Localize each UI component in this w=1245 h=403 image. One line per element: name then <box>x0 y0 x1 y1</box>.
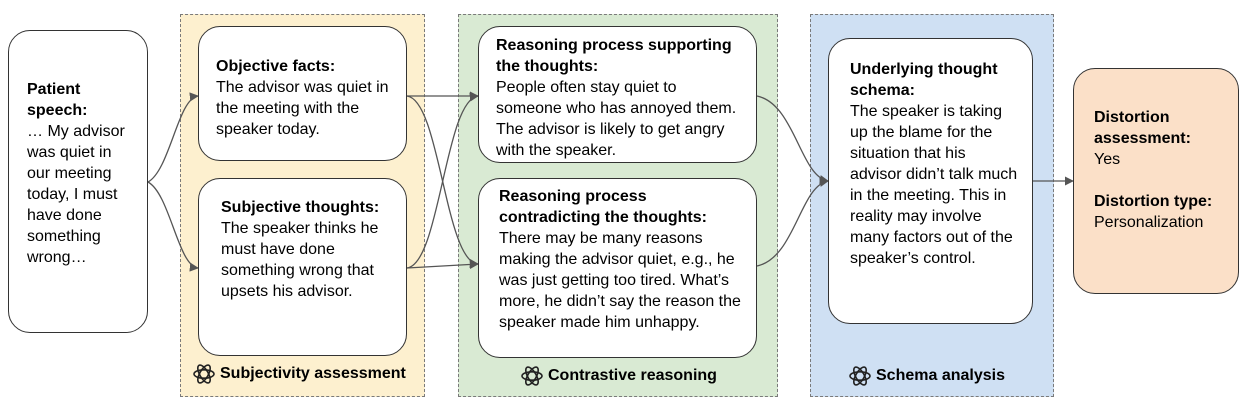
thought-schema-box: Underlying thought schema: The speaker i… <box>828 38 1033 324</box>
contradicting-reasoning-heading: Reasoning process contradicting the thou… <box>499 188 707 226</box>
thought-schema-text: The speaker is taking up the blame for t… <box>850 103 1018 267</box>
subjectivity-caption: Subjectivity assessment <box>192 362 406 386</box>
contradicting-reasoning-text: There may be many reasons making the adv… <box>499 230 741 331</box>
schema-caption: Schema analysis <box>848 364 1005 388</box>
contrastive-caption-label: Contrastive reasoning <box>548 367 717 384</box>
distortion-type-value: Personalization <box>1094 214 1204 231</box>
patient-speech-heading: Patient speech: <box>27 81 88 119</box>
distortion-assessment-heading: Distortion assessment: <box>1094 109 1191 147</box>
supporting-reasoning-text: People often stay quiet to someone who h… <box>496 79 737 159</box>
arrow-patient-to-subjective <box>147 181 199 272</box>
schema-caption-label: Schema analysis <box>876 367 1005 384</box>
supporting-reasoning-heading: Reasoning process supporting the thought… <box>496 37 732 75</box>
subjectivity-caption-label: Subjectivity assessment <box>220 365 406 382</box>
thought-schema-heading: Underlying thought schema: <box>850 61 998 99</box>
distortion-type-heading: Distortion type: <box>1094 193 1213 210</box>
openai-logo-icon <box>521 366 543 386</box>
patient-speech-box: Patient speech: … My advisor was quiet i… <box>8 30 148 333</box>
patient-speech-text: … My advisor was quiet in our meeting to… <box>27 123 125 266</box>
subjective-thoughts-box: Subjective thoughts: The speaker thinks … <box>198 178 407 356</box>
arrow-subjective-to-supporting <box>406 92 479 269</box>
arrow-supporting-to-schema <box>756 95 829 185</box>
supporting-reasoning-box: Reasoning process supporting the thought… <box>478 26 757 163</box>
objective-facts-text: The advisor was quiet in the meeting wit… <box>216 79 389 138</box>
subjective-thoughts-text: The speaker thinks he must have done som… <box>221 220 379 300</box>
distortion-assessment-value: Yes <box>1094 151 1121 168</box>
arrow-contradicting-to-schema <box>756 177 829 267</box>
objective-facts-heading: Objective facts: <box>216 58 336 75</box>
objective-facts-box: Objective facts: The advisor was quiet i… <box>198 26 407 161</box>
distortion-box: Distortion assessment: Yes Distortion ty… <box>1073 68 1239 294</box>
openai-logo-icon <box>193 364 215 384</box>
arrow-subjective-to-contradicting <box>406 259 479 270</box>
openai-logo-icon <box>849 366 871 386</box>
contrastive-caption: Contrastive reasoning <box>520 364 717 388</box>
arrow-patient-to-objective <box>147 92 199 183</box>
contradicting-reasoning-box: Reasoning process contradicting the thou… <box>478 178 757 358</box>
subjective-thoughts-heading: Subjective thoughts: <box>221 199 380 216</box>
